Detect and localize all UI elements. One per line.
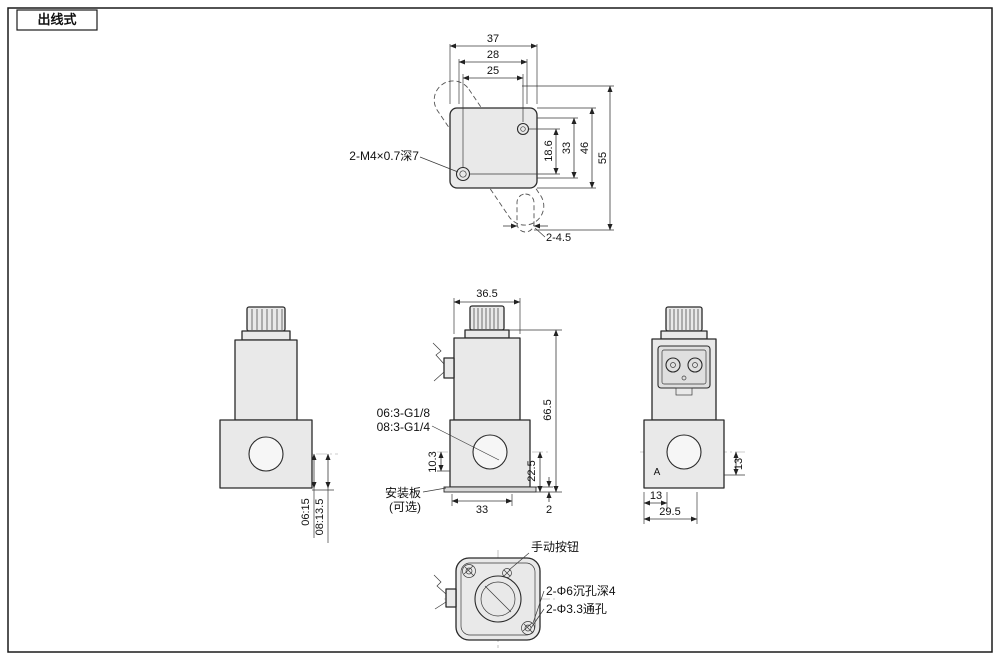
bottom-body-inner-contour	[460, 562, 536, 636]
bottom-view: 手动按钮 2-Φ6沉孔深4 2-Φ3.3通孔	[433, 539, 616, 648]
coil-body	[234, 339, 298, 421]
screw-hole-top-right	[516, 122, 530, 136]
counterbore-leader-line	[532, 590, 545, 624]
slot-leader-line	[534, 227, 546, 238]
port-label-08: 08:3-G1/4	[377, 420, 431, 434]
knob-ridges	[473, 308, 499, 329]
through-hole-leader-line	[530, 608, 545, 629]
hatch-top-left	[463, 565, 475, 577]
plate-slot-dashed-outline	[516, 193, 535, 233]
dim-port-06-label: 06:15	[300, 498, 312, 526]
wire-strand-upper	[432, 342, 445, 365]
top-view: 2-M4×0.7深7 25 28 37 18.6 33 46 55 2-4.5	[349, 33, 614, 244]
knob-ridges	[251, 309, 283, 330]
counterbore-hole-top-left	[462, 564, 476, 578]
title-box-border	[16, 9, 98, 31]
face-label-a: A	[654, 467, 661, 478]
cable-gland	[445, 588, 457, 608]
wire-strand-lower	[433, 371, 445, 382]
knob-collar	[464, 329, 510, 339]
dim-55-label: 55	[597, 152, 609, 164]
connector-screw	[681, 375, 687, 381]
port-circle	[472, 434, 508, 470]
plate-label-line1: 安装板	[385, 485, 421, 500]
knob-collar	[241, 330, 291, 341]
screw-hole-bottom-left-center	[459, 170, 467, 178]
cable-gland	[443, 357, 455, 379]
thread-leader-line	[419, 156, 459, 173]
wire-strand-upper	[433, 574, 447, 595]
dim-25-label: 25	[487, 65, 499, 77]
dim-37-label: 37	[487, 33, 499, 45]
bottom-port-bore	[480, 581, 516, 617]
port-slot-line	[484, 585, 512, 613]
dim-46-label: 46	[579, 142, 591, 154]
page-title: 出线式	[37, 12, 76, 27]
title-box: 出线式	[16, 9, 98, 31]
dim-66-5-label: 66.5	[542, 399, 554, 420]
right-side-view: A 13 13 29.5	[640, 306, 745, 524]
wire-strand-lower	[434, 601, 447, 610]
terminal-pin-1-center	[670, 362, 676, 368]
valve-top-body	[449, 107, 538, 189]
dim-28-label: 28	[487, 49, 499, 61]
dim-33-bottom-label: 33	[476, 504, 488, 516]
through-hole-top-left	[465, 567, 473, 575]
coil-body	[453, 337, 521, 421]
port-leader-line	[431, 425, 500, 461]
dim-13-bottom-label: 13	[650, 490, 662, 502]
dim-port-08-label: 08:13.5	[314, 499, 326, 536]
screw-hole-bottom-left	[455, 166, 471, 182]
manual-button-cross	[503, 569, 511, 577]
dim-29-5-label: 29.5	[659, 506, 680, 518]
plate-label-line2: (可选)	[389, 500, 421, 514]
front-view: 06:3-G1/8 08:3-G1/4 安装板 (可选) 36.5 66.5 2…	[377, 288, 562, 516]
dim-22-5-label: 22.5	[526, 460, 538, 481]
counterbore-hole-bottom-right	[521, 621, 535, 635]
port-circle	[248, 436, 284, 472]
terminal-pin-2-center	[692, 362, 698, 368]
mounting-plate	[443, 486, 537, 493]
counterbore-label: 2-Φ6沉孔深4	[546, 584, 616, 598]
dim-10-3-label: 10.3	[427, 451, 439, 472]
thread-label: 2-M4×0.7深7	[349, 149, 419, 163]
manual-button-label: 手动按钮	[531, 539, 579, 554]
manual-knob	[246, 306, 286, 332]
top-view-extension-lines	[449, 44, 614, 231]
knob-ridges	[669, 309, 699, 330]
dim-13-side-label: 13	[733, 458, 745, 470]
manual-button	[502, 568, 512, 578]
terminal-pin-1	[665, 357, 681, 373]
terminal-pin-2	[687, 357, 703, 373]
dim-36-5-label: 36.5	[476, 288, 497, 300]
dim-18-6-label: 18.6	[543, 140, 555, 161]
screw-hole-top-right-center	[520, 126, 526, 132]
manual-knob	[665, 306, 703, 332]
dim-33-top-label: 33	[561, 142, 573, 154]
button-leader-line	[508, 552, 530, 571]
dim-2-label: 2	[546, 504, 552, 516]
port-circle	[666, 434, 702, 470]
connector-tab	[675, 387, 693, 396]
knob-collar	[660, 330, 708, 340]
hatch-bottom-right	[522, 622, 534, 634]
plate-leader-line	[422, 487, 447, 493]
through-hole-label: 2-Φ3.3通孔	[546, 602, 607, 616]
manual-knob	[469, 305, 505, 331]
connector-inner-face	[661, 349, 707, 385]
left-side-view: 06:15 08:13.5	[219, 306, 338, 543]
bottom-port-boss	[474, 575, 522, 623]
port-label-06: 06:3-G1/8	[377, 406, 431, 420]
slot-label: 2-4.5	[546, 232, 571, 244]
